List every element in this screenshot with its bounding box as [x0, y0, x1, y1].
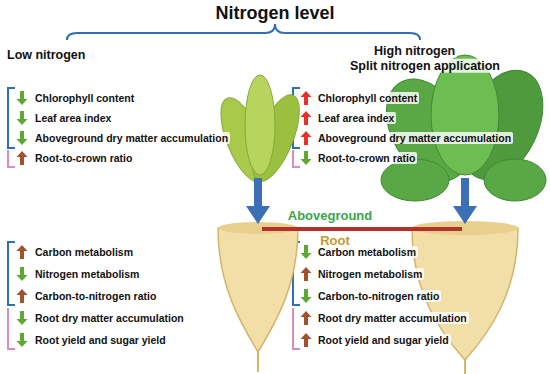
increase-arrow	[17, 151, 28, 165]
trait-item: Root dry matter accumulation	[33, 312, 186, 324]
trait-item: Aboveground dry matter accumulation	[316, 132, 513, 144]
decrease-arrow	[301, 245, 312, 259]
trait-item: Carbon metabolism	[316, 246, 418, 258]
bracket	[8, 88, 15, 148]
bracket	[8, 150, 15, 167]
bracket	[293, 308, 300, 349]
decrease-arrow	[301, 289, 312, 303]
decrease-arrow	[17, 311, 28, 325]
increase-arrow	[301, 311, 312, 325]
increase-arrow	[301, 267, 312, 281]
trait-item: Leaf area index	[316, 112, 396, 124]
trait-item: Root-to-crown ratio	[316, 152, 417, 164]
bracket	[8, 308, 15, 349]
trait-item: Nitrogen metabolism	[33, 268, 141, 280]
trait-item: Chlorophyll content	[33, 92, 136, 104]
trait-item: Carbon-to-nitrogen ratio	[316, 290, 441, 302]
trait-item: Root dry matter accumulation	[316, 312, 469, 324]
trait-item: Root yield and sugar yield	[33, 334, 168, 346]
decrease-arrow	[17, 91, 28, 105]
trait-item: Carbon metabolism	[33, 246, 135, 258]
increase-arrow	[17, 289, 28, 303]
increase-arrow	[301, 111, 312, 125]
flow-arrow	[453, 178, 477, 224]
taproot	[464, 358, 466, 374]
condition-heading: Low nitrogen	[5, 48, 87, 62]
section-label: Aboveground	[286, 209, 375, 224]
condition-heading: Split nitrogen application	[348, 59, 502, 73]
taproot	[257, 350, 259, 372]
decrease-arrow	[301, 151, 312, 165]
bracket	[293, 150, 300, 167]
diagram-title: Nitrogen level	[215, 3, 334, 24]
increase-arrow	[301, 131, 312, 145]
trait-item: Chlorophyll content	[316, 92, 419, 104]
trait-item: Root yield and sugar yield	[316, 334, 451, 346]
bracket	[8, 242, 15, 305]
trait-item: Leaf area index	[33, 112, 113, 124]
trait-item: Nitrogen metabolism	[316, 268, 424, 280]
leaf	[381, 159, 449, 201]
low-nitrogen-beet	[211, 75, 309, 372]
increase-arrow	[17, 245, 28, 259]
decrease-arrow	[17, 267, 28, 281]
flow-arrow	[246, 178, 270, 224]
divider-line	[262, 227, 462, 231]
leaf	[431, 55, 499, 175]
decrease-arrow	[17, 333, 28, 347]
leaf	[484, 159, 546, 201]
decrease-arrow	[17, 111, 28, 125]
decrease-arrow	[17, 131, 28, 145]
increase-arrow	[301, 333, 312, 347]
level-brace	[67, 24, 420, 40]
increase-arrow	[301, 91, 312, 105]
trait-item: Aboveground dry matter accumulation	[33, 132, 230, 144]
leaf	[245, 75, 275, 175]
condition-heading: High nitrogen	[372, 44, 457, 58]
trait-item: Carbon-to-nitrogen ratio	[33, 290, 158, 302]
trait-item: Root-to-crown ratio	[33, 152, 134, 164]
beet-root	[218, 228, 298, 352]
